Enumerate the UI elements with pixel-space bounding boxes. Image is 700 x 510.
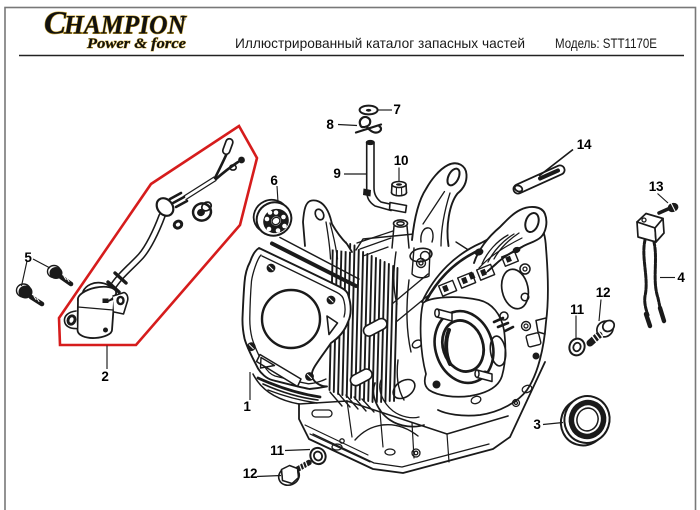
svg-text:Power & force: Power & force [87,36,187,52]
svg-text:CHAMPION: CHAMPION [44,6,187,42]
svg-text:4: 4 [677,270,685,285]
svg-text:14: 14 [577,137,592,152]
svg-text:2: 2 [101,369,108,384]
svg-text:11: 11 [270,443,284,458]
svg-text:6: 6 [270,173,278,188]
svg-text:12: 12 [596,285,610,300]
svg-text:®: ® [180,14,186,23]
svg-text:5: 5 [24,250,32,265]
svg-text:7: 7 [393,102,400,117]
svg-text:10: 10 [394,153,408,168]
svg-text:3: 3 [533,417,541,432]
svg-text:11: 11 [570,302,584,317]
svg-text:Иллюстрированный каталог запас: Иллюстрированный каталог запасных частей [235,36,525,51]
svg-text:13: 13 [649,179,664,194]
svg-text:12: 12 [243,466,257,481]
svg-text:1: 1 [243,399,251,414]
svg-text:8: 8 [326,117,334,132]
svg-text:9: 9 [333,166,340,181]
svg-text:Модель: STT1170E: Модель: STT1170E [555,36,657,51]
